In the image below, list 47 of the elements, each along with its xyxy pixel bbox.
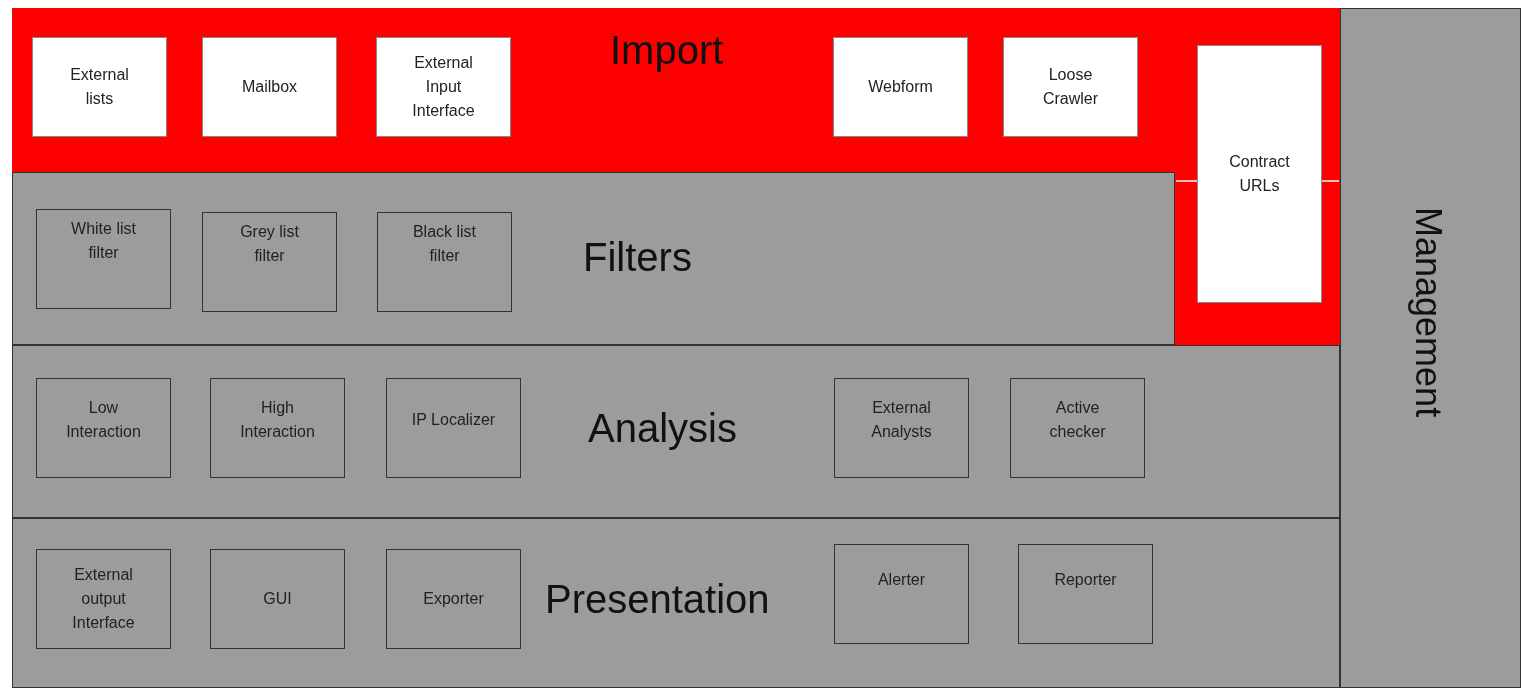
- component-label: Contract URLs: [1228, 152, 1291, 196]
- component-box: [1010, 378, 1145, 478]
- component-box: [32, 37, 167, 137]
- component-label: External Input Interface: [411, 53, 476, 121]
- component-box: [1018, 544, 1153, 644]
- component-box: [202, 212, 337, 312]
- component-box: [36, 378, 171, 478]
- component-label: White list filter: [70, 219, 137, 263]
- component-label: Reporter: [1054, 570, 1117, 590]
- component-label: Active checker: [1048, 398, 1107, 442]
- layer-title: Analysis: [588, 406, 737, 451]
- component-box: [1197, 45, 1322, 303]
- component-label: Webform: [868, 77, 933, 97]
- component-label: IP Localizer: [411, 410, 496, 430]
- layer-title: Import: [610, 28, 724, 73]
- layer-title: Management: [1407, 207, 1449, 418]
- component-box: [386, 549, 521, 649]
- component-box: [210, 378, 345, 478]
- layer-band: [12, 345, 1340, 518]
- management-band: [1340, 8, 1521, 688]
- component-box: [834, 544, 969, 644]
- component-label: Black list filter: [411, 222, 478, 266]
- component-box: [834, 378, 969, 478]
- component-label: Alerter: [877, 570, 926, 590]
- layer-band: [12, 518, 1340, 688]
- layer-title: Presentation: [545, 577, 770, 622]
- layer-band: [12, 172, 1175, 345]
- component-box: [1003, 37, 1138, 137]
- component-label: External Analysts: [870, 398, 933, 442]
- component-box: [377, 212, 512, 312]
- component-label: External lists: [69, 65, 130, 109]
- component-label: GUI: [263, 589, 292, 609]
- component-label: External output Interface: [71, 565, 136, 633]
- component-box: [202, 37, 337, 137]
- component-box: [833, 37, 968, 137]
- component-box: [386, 378, 521, 478]
- component-box: [210, 549, 345, 649]
- component-label: Loose Crawler: [1041, 65, 1100, 109]
- component-box: [36, 549, 171, 649]
- component-label: Grey list filter: [239, 222, 300, 266]
- component-label: Mailbox: [241, 77, 298, 97]
- component-label: High Interaction: [239, 398, 316, 442]
- component-label: Low Interaction: [65, 398, 142, 442]
- component-box: [376, 37, 511, 137]
- layer-title: Filters: [583, 235, 692, 280]
- component-label: Exporter: [423, 589, 484, 609]
- component-box: [36, 209, 171, 309]
